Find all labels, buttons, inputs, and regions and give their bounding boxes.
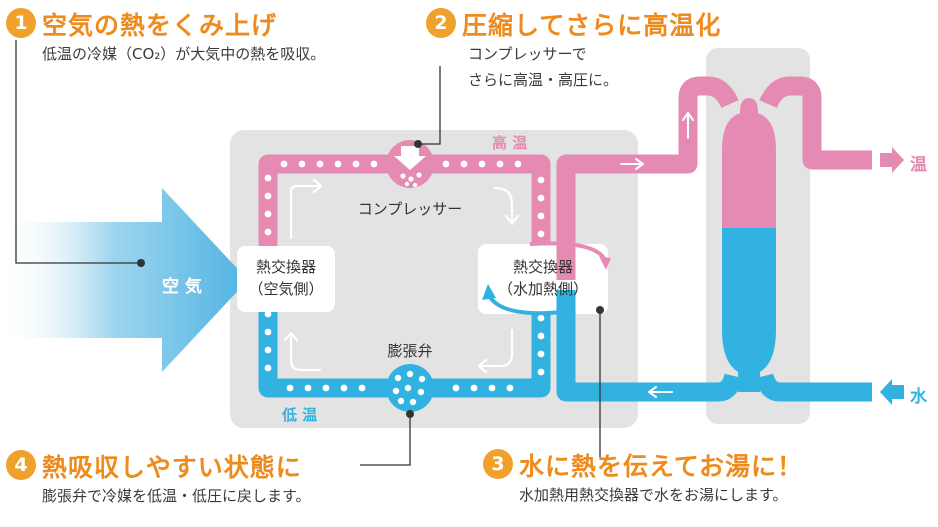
refrigerant-direction-arrows bbox=[283, 178, 520, 374]
leader-lines bbox=[15, 40, 601, 466]
refrigerant-dots bbox=[264, 160, 545, 392]
air-flow-arrow bbox=[0, 188, 248, 372]
water-direction-arrows bbox=[620, 107, 835, 398]
air-hx-line-2: （空気側） bbox=[248, 280, 324, 298]
callout-4-title: 熱吸収しやすい状態に bbox=[42, 453, 302, 482]
step-badge-4: 4 bbox=[6, 450, 36, 480]
callout-1-title: 空気の熱をくみ上げ bbox=[42, 11, 278, 40]
callout-4-body: 膨張弁で冷媒を低温・低圧に戻します。 bbox=[42, 487, 311, 505]
hot-water-tank bbox=[722, 98, 776, 392]
callout-2-body-line-2: さらに高温・高圧に。 bbox=[468, 71, 619, 89]
callout-2-body-line-1: コンプレッサーで bbox=[468, 45, 587, 63]
hot-water-out-arrow bbox=[880, 147, 904, 173]
water-in-label: 水 bbox=[910, 387, 927, 407]
water-hx-line-1: 熱交換器 bbox=[512, 258, 573, 276]
air-hx-line-1: 熱交換器 bbox=[255, 258, 316, 276]
expansion-valve-label: 膨張弁 bbox=[387, 342, 433, 360]
air-heat-exchanger-box bbox=[237, 246, 335, 312]
compressor-icon bbox=[386, 140, 434, 188]
callout-2-title: 圧縮してさらに高温化 bbox=[462, 11, 722, 40]
hot-flow-arrow bbox=[529, 241, 607, 262]
cold-flow-arrowhead bbox=[482, 284, 496, 300]
hot-flow-arrowhead bbox=[599, 256, 611, 270]
air-label: 空 気 bbox=[162, 277, 202, 297]
leader-dots bbox=[137, 140, 604, 418]
hot-water-out-label: 温 bbox=[910, 155, 927, 175]
low-temp-label: 低 温 bbox=[282, 406, 318, 424]
step-badge-1: 1 bbox=[6, 8, 36, 38]
callout-1-body: 低温の冷媒（CO₂）が大気中の熱を吸収。 bbox=[42, 45, 326, 63]
water-heat-exchanger-label: 熱交換器 （水加熱側） bbox=[478, 256, 608, 300]
air-heat-exchanger-label: 熱交換器 （空気側） bbox=[237, 256, 335, 300]
compressor-label: コンプレッサー bbox=[357, 200, 463, 218]
hot-water-outlet-pipe bbox=[759, 76, 872, 170]
high-temp-label: 高 温 bbox=[492, 134, 528, 152]
callout-3-title: 水に熱を伝えてお湯に！ bbox=[519, 452, 804, 481]
step-badge-2: 2 bbox=[426, 8, 456, 38]
water-in-arrow bbox=[880, 379, 904, 405]
hot-water-pipe bbox=[556, 76, 739, 280]
water-hx-line-2: （水加熱側） bbox=[497, 280, 588, 298]
expansion-valve-icon bbox=[386, 364, 434, 412]
step-badge-3: 3 bbox=[483, 449, 513, 479]
cold-water-inlet-pipe bbox=[754, 373, 872, 402]
cold-water-pipe bbox=[556, 290, 744, 402]
callout-3-body: 水加熱用熱交換器で水をお湯にします。 bbox=[519, 486, 788, 504]
